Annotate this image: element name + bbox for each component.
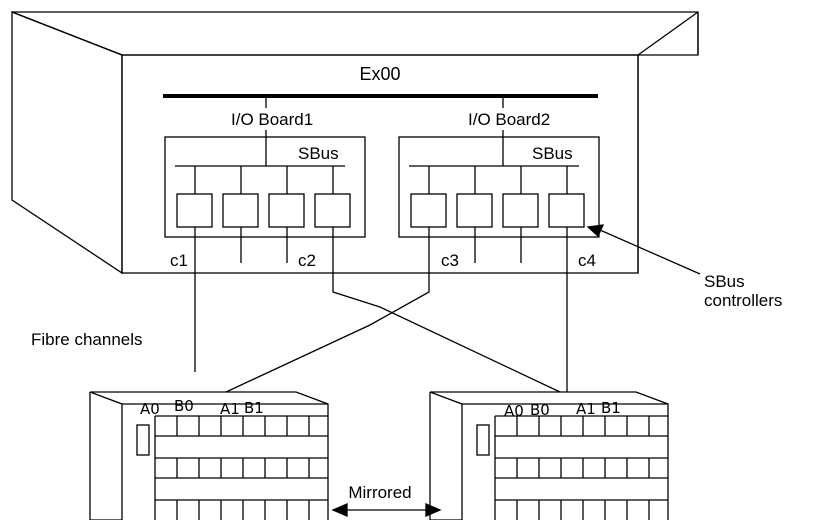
sbus-controller-slot <box>502 193 539 228</box>
sbus-controller-slot <box>176 193 213 228</box>
left-array-port-b0: B0 <box>174 397 194 415</box>
controller-label-c1: c1 <box>170 251 188 270</box>
fibre-c2 <box>332 227 561 393</box>
sbus-controller-slot <box>268 193 305 228</box>
controller-label-c3: c3 <box>441 251 459 270</box>
server-title: Ex00 <box>359 64 400 84</box>
server-chassis <box>11 11 699 275</box>
chassis-side-face <box>11 11 123 275</box>
controller-label-c2: c2 <box>298 251 316 270</box>
right-array-port-a1: A1 <box>576 400 596 418</box>
right-array-port-b1: B1 <box>601 399 621 417</box>
disk-array-left <box>89 391 329 520</box>
chassis-top-edge <box>637 11 699 56</box>
callout-label-line2: controllers <box>704 291 782 310</box>
disk-shelf-grid <box>154 415 328 520</box>
disk-shelf-grid <box>494 415 668 520</box>
io-board-2-label: I/O Board2 <box>468 110 550 129</box>
sbus-controller-slot <box>410 193 447 228</box>
sbus-controller-slot <box>456 193 493 228</box>
right-array-port-a0: A0 <box>504 402 524 420</box>
left-array-port-a1: A1 <box>220 400 240 418</box>
callout-arrow-line <box>599 229 701 275</box>
array-status-panel <box>136 424 150 456</box>
io-board-1-label: I/O Board1 <box>231 110 313 129</box>
mirrored-arrowhead-left <box>331 503 348 517</box>
fibre-channels-label: Fibre channels <box>31 330 143 349</box>
callout-arrowhead <box>586 224 605 238</box>
chassis-top-face <box>11 11 699 56</box>
sbus-controller-slot <box>222 193 259 228</box>
sbus-controller-slot <box>314 193 351 228</box>
sbus-controller-slot <box>548 193 585 228</box>
controller-label-c4: c4 <box>578 251 596 270</box>
left-array-port-b1: B1 <box>244 399 264 417</box>
right-array-port-b0: B0 <box>530 401 550 419</box>
io-board-1-frame <box>164 136 366 238</box>
left-array-port-a0: A0 <box>140 400 160 418</box>
chassis-front-face <box>121 54 639 274</box>
io-board-1-sbus-label: SBus <box>298 144 339 163</box>
callout-label-line1: SBus <box>704 272 745 291</box>
array-status-panel <box>476 424 490 456</box>
fibre-c3 <box>225 227 430 393</box>
mirrored-label: Mirrored <box>348 483 411 502</box>
io-board-2-sbus-label: SBus <box>532 144 573 163</box>
fibre-channel-cables <box>194 227 568 393</box>
io-board-1 <box>164 136 366 263</box>
io-board-2-frame <box>398 136 600 238</box>
disk-array-right <box>429 391 669 520</box>
mirrored-arrowhead-right <box>425 503 442 517</box>
